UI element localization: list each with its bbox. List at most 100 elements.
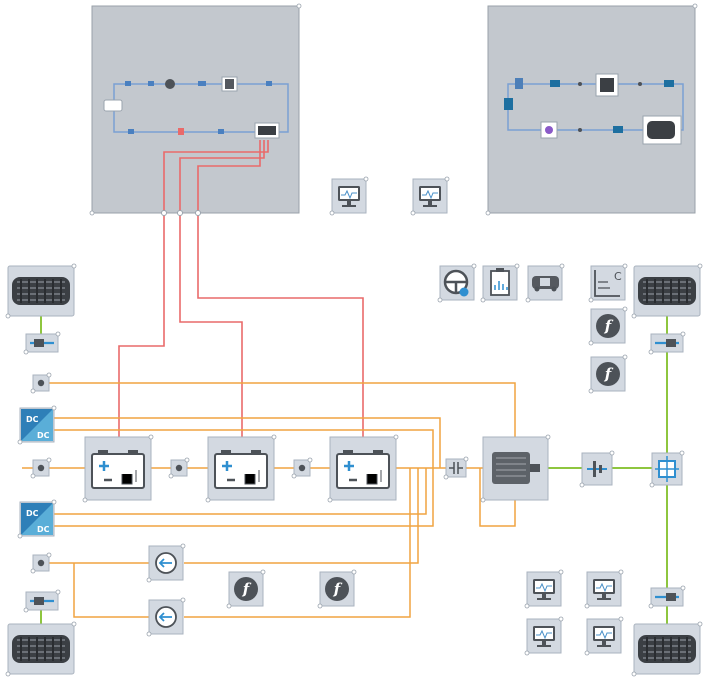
electric-motor[interactable] <box>482 436 549 501</box>
block-port <box>71 621 77 627</box>
block-port <box>514 263 520 269</box>
electrical-node-1[interactable] <box>32 374 50 392</box>
current-source-icon <box>155 552 177 574</box>
block-port <box>30 568 36 574</box>
axle-connector-rear-left[interactable] <box>25 591 59 611</box>
motor-subsystem-panel[interactable] <box>487 5 696 214</box>
function-block-1[interactable] <box>228 571 264 607</box>
block-port <box>648 603 654 609</box>
function-icon <box>596 362 620 386</box>
constants-block[interactable]: C <box>590 265 626 301</box>
block-port <box>46 372 52 378</box>
block-port <box>307 457 313 463</box>
block-port <box>524 650 530 656</box>
function-block-3[interactable] <box>590 308 626 344</box>
battery-icon <box>335 448 391 490</box>
dc-label-bottom: DC <box>37 525 50 534</box>
block-port <box>444 176 450 182</box>
tire-front-left[interactable] <box>7 265 75 317</box>
block-port <box>463 456 469 462</box>
block-port <box>46 552 52 558</box>
scope-monitor-5[interactable] <box>526 618 562 654</box>
block-port <box>205 497 211 503</box>
current-source-1[interactable] <box>148 545 184 581</box>
scope-monitor-3[interactable] <box>526 571 562 607</box>
block-port <box>71 263 77 269</box>
block-port <box>46 457 52 463</box>
battery-1[interactable] <box>84 436 152 501</box>
block-port <box>5 313 11 319</box>
block-port <box>579 482 585 488</box>
block-port <box>622 354 628 360</box>
function-block-2[interactable] <box>319 571 355 607</box>
scope-monitor-2[interactable] <box>412 178 448 214</box>
electrical-lines <box>22 382 516 618</box>
battery-subsystem-panel[interactable] <box>91 5 300 214</box>
block-port <box>51 405 57 411</box>
tire-rear-right[interactable] <box>633 623 701 675</box>
function-icon <box>325 577 349 601</box>
block-port <box>329 210 335 216</box>
differential[interactable] <box>651 452 683 486</box>
battery-3[interactable] <box>329 436 397 501</box>
scope-monitor-6[interactable] <box>586 618 622 654</box>
block-port <box>410 210 416 216</box>
scope-monitor-1[interactable] <box>331 178 367 214</box>
dcdc-converter-bottom[interactable]: DC DC <box>19 501 55 537</box>
axle-connector-front-right[interactable] <box>650 333 684 353</box>
axle-connector-front-left[interactable] <box>25 333 59 353</box>
block-port <box>260 569 266 575</box>
function-icon <box>234 577 258 601</box>
tire-icon <box>637 276 697 306</box>
block-port <box>588 388 594 394</box>
motor-icon <box>492 452 530 484</box>
block-port <box>271 434 277 440</box>
drive-cycle-block[interactable] <box>482 265 518 301</box>
block-port <box>480 497 486 503</box>
block-port <box>584 650 590 656</box>
block-port <box>679 450 685 456</box>
dcdc-converter-top[interactable]: DC DC <box>19 407 55 443</box>
tire-rear-left[interactable] <box>7 623 75 675</box>
block-port <box>618 569 624 575</box>
dc-label-top: DC <box>26 415 39 424</box>
block-port <box>5 671 11 677</box>
constants-icon <box>594 270 620 297</box>
tire-front-right[interactable] <box>633 265 701 317</box>
block-port <box>23 349 29 355</box>
block-port <box>648 349 654 355</box>
electrical-node-2[interactable] <box>32 459 50 477</box>
axle-connector-rear-right[interactable] <box>650 587 684 607</box>
block-port <box>609 450 615 456</box>
clipboard-chart-icon <box>490 270 510 296</box>
electrical-node-5[interactable] <box>293 459 311 477</box>
block-port <box>148 434 154 440</box>
block-port <box>55 589 61 595</box>
scope-monitor-4[interactable] <box>586 571 622 607</box>
gearbox[interactable] <box>581 452 613 486</box>
block-port <box>588 340 594 346</box>
block-port <box>680 585 686 591</box>
battery-icon <box>213 448 269 490</box>
block-port <box>327 497 333 503</box>
vehicle-body-block[interactable] <box>527 265 563 301</box>
battery-2[interactable] <box>207 436 275 501</box>
block-port <box>296 3 302 9</box>
driver-block[interactable] <box>439 265 475 301</box>
block-port <box>558 616 564 622</box>
block-port <box>17 533 23 539</box>
block-port <box>558 569 564 575</box>
electrical-node-3[interactable] <box>32 554 50 572</box>
block-port <box>559 263 565 269</box>
tire-icon <box>11 276 71 306</box>
function-block-4[interactable] <box>590 356 626 392</box>
block-port <box>82 497 88 503</box>
block-port <box>631 313 637 319</box>
block-port <box>697 263 703 269</box>
capacitor[interactable] <box>445 458 467 478</box>
block-port <box>291 473 297 479</box>
block-port <box>545 434 551 440</box>
electrical-node-4[interactable] <box>170 459 188 477</box>
current-source-2[interactable] <box>148 599 184 635</box>
